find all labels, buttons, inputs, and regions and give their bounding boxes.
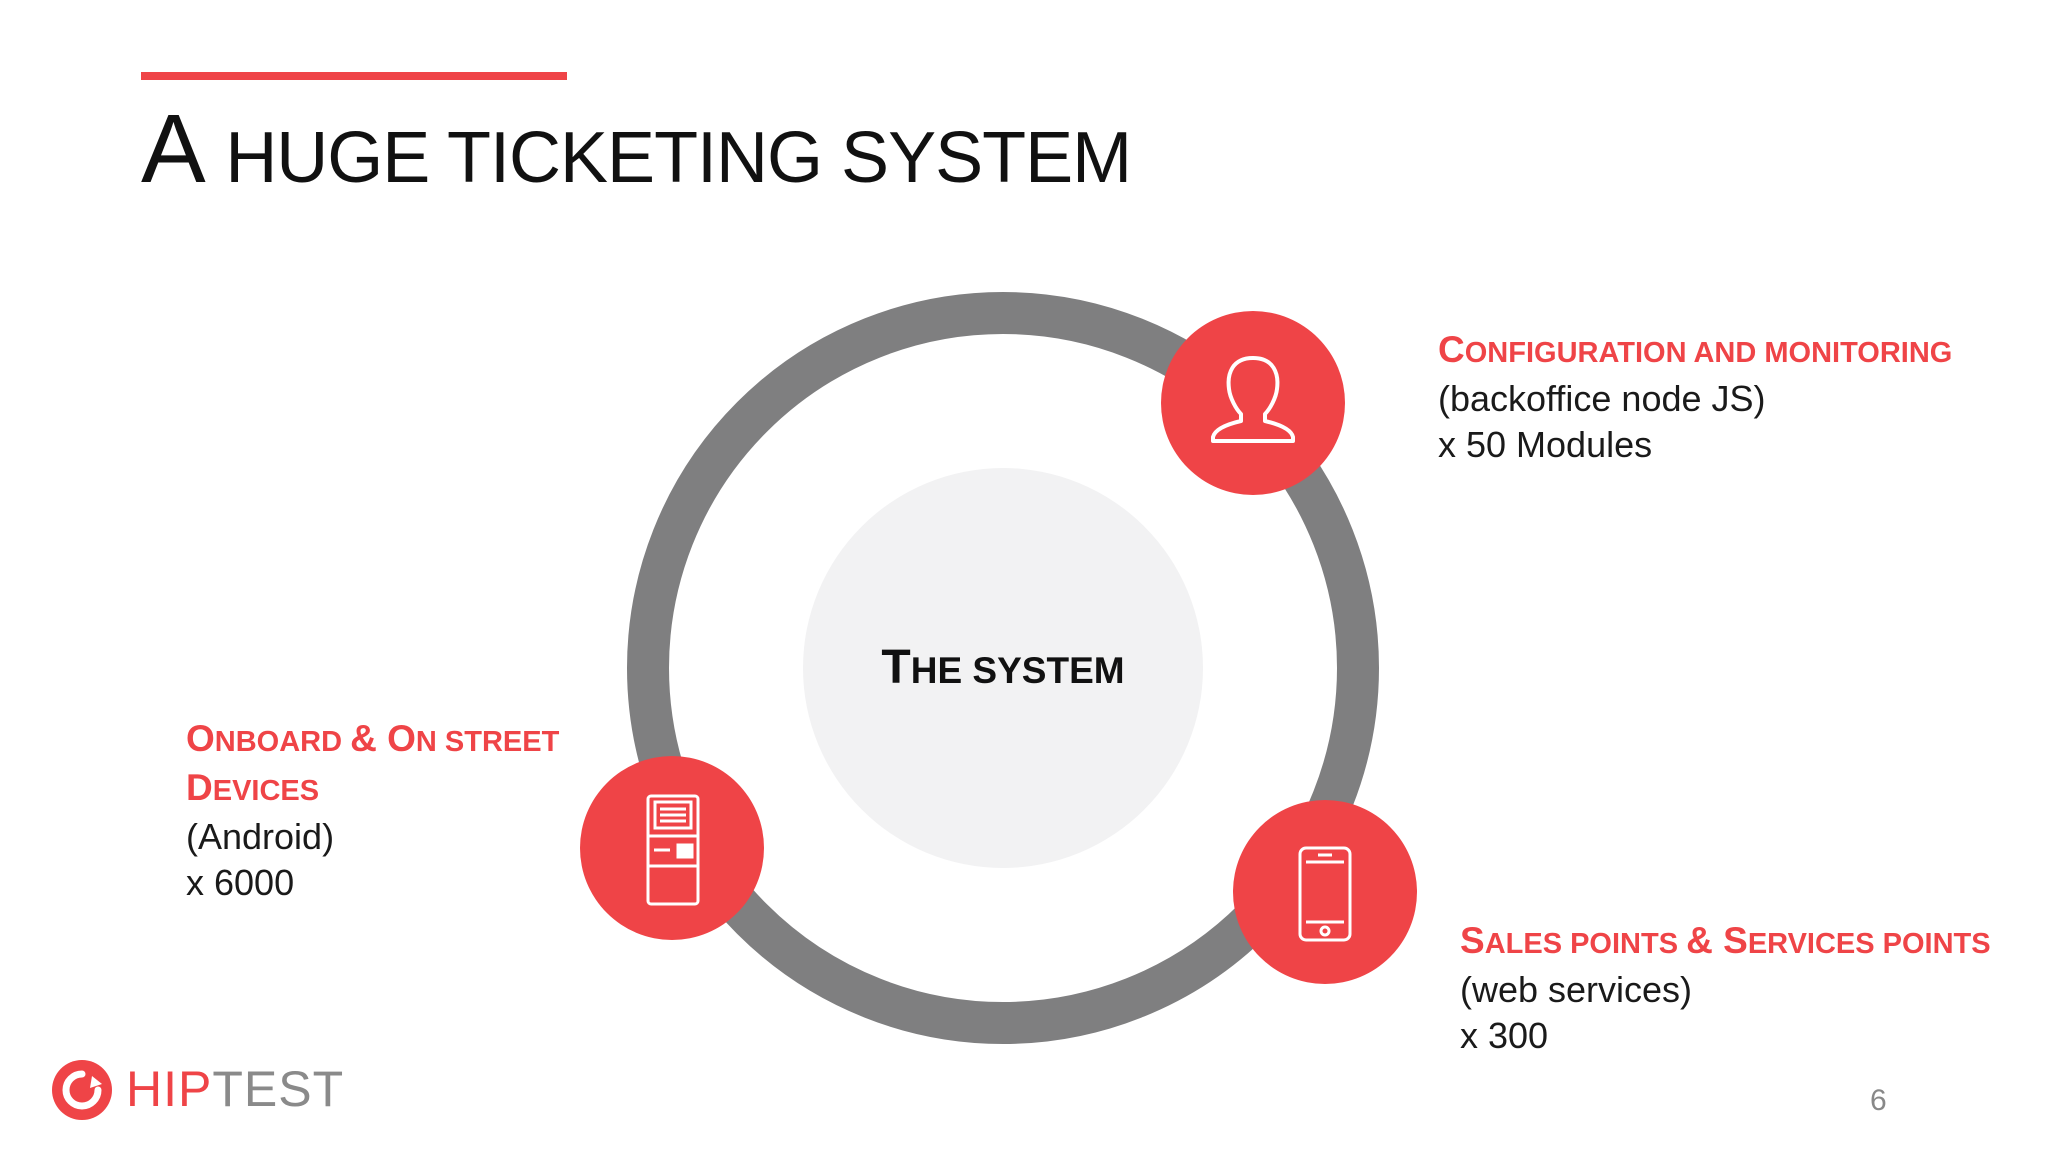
onboard-count: x 6000 bbox=[186, 862, 295, 903]
onboard-node bbox=[580, 756, 764, 940]
sales-detail: (web services) bbox=[1460, 969, 1693, 1010]
sales-count: x 300 bbox=[1460, 1015, 1549, 1056]
logo-wordmark-hip: HIP bbox=[126, 1061, 213, 1117]
sales-node-circle bbox=[1233, 800, 1417, 984]
system-ring bbox=[627, 292, 1379, 1044]
config-title: CONFIGURATION AND MONITORING bbox=[1438, 329, 1953, 370]
user-icon bbox=[1211, 356, 1295, 443]
title-initial: A bbox=[141, 94, 200, 203]
sales-label: SALES POINTS & SERVICES POINTS (web serv… bbox=[1460, 918, 1991, 1059]
smartphone-icon bbox=[1298, 846, 1352, 942]
config-node-circle bbox=[1161, 311, 1345, 495]
center-label: THE SYSTEM bbox=[803, 644, 1203, 692]
onboard-node-circle bbox=[580, 756, 764, 940]
sales-node bbox=[1233, 800, 1417, 984]
logo-wordmark-test: TEST bbox=[212, 1061, 345, 1117]
center-label-rest: HE SYSTEM bbox=[910, 650, 1125, 691]
onboard-title: ONBOARD & ON STREET DEVICES bbox=[186, 718, 560, 808]
hiptest-logo-icon bbox=[52, 1060, 112, 1120]
page-number: 6 bbox=[1870, 1084, 1887, 1117]
sales-title: SALES POINTS & SERVICES POINTS bbox=[1460, 920, 1991, 961]
config-label: CONFIGURATION AND MONITORING (backoffice… bbox=[1438, 327, 1952, 468]
onboard-label: ONBOARD & ON STREET DEVICES (Android) x … bbox=[186, 716, 626, 906]
ticket-machine-icon bbox=[646, 794, 700, 906]
title-rest: HUGE TICKETING SYSTEM bbox=[225, 118, 1132, 198]
system-core bbox=[803, 468, 1203, 868]
onboard-detail: (Android) bbox=[186, 816, 335, 857]
slide-title: A HUGE TICKETING SYSTEM bbox=[141, 100, 1132, 198]
logo-wordmark: HIPTEST bbox=[126, 1064, 344, 1114]
center-label-initial: T bbox=[881, 641, 911, 694]
config-count: x 50 Modules bbox=[1438, 424, 1653, 465]
config-node bbox=[1161, 311, 1345, 495]
title-accent-bar bbox=[141, 72, 567, 80]
config-detail: (backoffice node JS) bbox=[1438, 378, 1766, 419]
